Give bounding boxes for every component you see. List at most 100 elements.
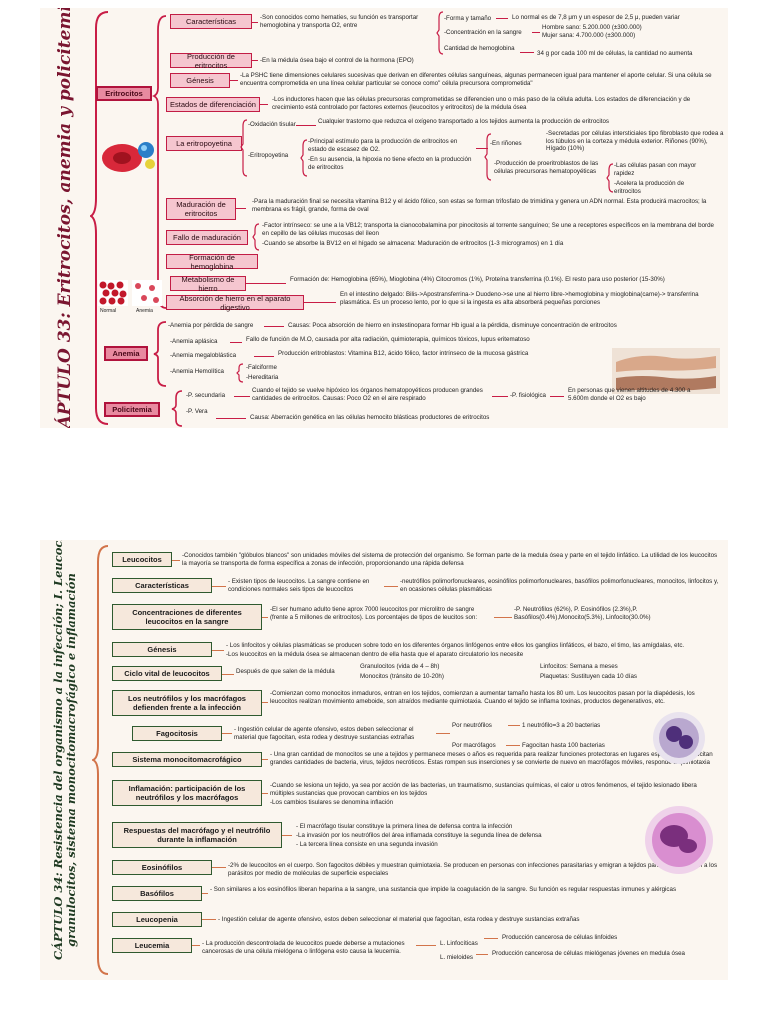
caract-brace: [436, 11, 444, 55]
connector: [520, 52, 534, 53]
connector: [172, 560, 180, 561]
linfocitos-text: Linfocitos: Semana a meses: [540, 663, 618, 670]
section-eritrocitos[interactable]: Eritrocitos: [96, 86, 152, 101]
plaquetas-text: Plaquetas: Sustituyen cada 10 días: [540, 673, 638, 680]
genesis34-text-1: - Los linfocitos y células plasmáticas s…: [226, 642, 685, 649]
cantidad-value: 34 g por cada 100 ml de células, la cant…: [537, 50, 693, 57]
caract-text: -Son conocidos como hematíes, su función…: [260, 14, 419, 29]
metabolismo-text: Formación de: Hemoglobina (65%), Mioglob…: [290, 276, 665, 283]
connector: [476, 148, 488, 149]
por-neutrofilos-label: Por neutrófilos: [452, 722, 492, 729]
section-policitemia[interactable]: Policitemia: [104, 402, 160, 417]
falciforme-label: -Falciforme: [246, 364, 277, 371]
oxidacion-value: Cualquier trastorno que reduzca el oxíge…: [318, 118, 609, 125]
box-estados-diferenciacion[interactable]: Estados de diferenciación: [166, 97, 260, 112]
box-leucemia[interactable]: Leucemia: [112, 938, 192, 953]
connector: [436, 733, 450, 734]
hands-photo: [612, 348, 720, 394]
maduracion-text: -Para la maduración final se necesita vi…: [252, 198, 707, 213]
eosinofilos-text: -2% de leucocitos en el cuerpo. Son fago…: [228, 862, 718, 877]
cantidad-label: Cantidad de hemoglobina: [444, 45, 515, 52]
rinones-brace: [484, 133, 492, 181]
secretadas-text: -Secretadas por células intersticiales t…: [546, 130, 724, 153]
box-fallo-maduracion[interactable]: Fallo de maduración: [166, 230, 248, 245]
fallo-text-1: -Factor intrínseco: se une a la VB12; tr…: [262, 222, 714, 237]
chapter-33-sidebar: CÁPTULO 33: Eritrocitos, anemia y polici…: [40, 8, 90, 428]
epo-brace: [240, 119, 248, 177]
leucemia-text: - La producción descontrolada de leucoci…: [202, 940, 405, 955]
respuestas-text-3: - La tercera línea consiste en una segun…: [296, 841, 438, 848]
proeritro-brace: [606, 163, 614, 193]
chapter-33-page: CÁPTULO 33: Eritrocitos, anemia y polici…: [40, 8, 728, 428]
connector: [216, 418, 246, 419]
anemia-megalo-value: Producción eritroblastos: Vitamina B12, …: [278, 350, 529, 357]
anemia-brace: [153, 321, 167, 387]
anemia-megalo-label: -Anemia megaloblástica: [170, 352, 237, 359]
connector: [262, 793, 268, 794]
rinones-label: -En riñones: [490, 140, 522, 147]
main-brace-34: [92, 545, 109, 975]
box-respuestas[interactable]: Respuestas del macrófago y el neutrófilo…: [112, 822, 282, 848]
connector: [296, 125, 316, 126]
absorcion-text: En el intestino delgado: Bilis->Apostran…: [340, 291, 699, 306]
box-neutrofilos-macrofagos[interactable]: Los neutrófilos y los macrófagos defiend…: [112, 690, 262, 716]
box-concentraciones[interactable]: Concentraciones de diferentes leucocitos…: [112, 604, 262, 630]
p-vera-label: -P. Vera: [186, 408, 208, 415]
l-linfociticas-label: L. Linfocíticas: [440, 940, 478, 947]
connector: [236, 208, 246, 209]
box-formacion-hemoglobina[interactable]: Formación de hemoglobina: [166, 253, 258, 271]
connector: [262, 702, 268, 703]
box-metabolismo-hierro[interactable]: Metabolismo de hierro: [170, 275, 246, 293]
connector: [212, 586, 226, 587]
genesis-text: -La PSHC tiene dimensiones celulares suc…: [240, 72, 712, 87]
box-eritropoyetina[interactable]: La eritropoyetina: [166, 136, 242, 151]
main-brace: [90, 11, 109, 425]
box-caracteristicas-34[interactable]: Características: [112, 578, 212, 593]
connector: [222, 733, 232, 734]
connector: [254, 356, 274, 357]
box-produccion-eritrocitos[interactable]: Producción de eritrocitos: [170, 52, 252, 70]
anemia-hemolitica-label: -Anemia Hemolítica: [170, 368, 224, 375]
box-fagocitosis[interactable]: Fagocitosis: [132, 726, 222, 741]
box-genesis-34[interactable]: Génesis: [112, 642, 212, 657]
forma-label: -Forma y tamaño: [444, 15, 492, 22]
connector: [202, 919, 216, 920]
box-absorcion-hierro[interactable]: Absorción de hierro en el aparato digest…: [166, 294, 304, 312]
normal-caption: Normal: [100, 308, 117, 314]
connector: [492, 396, 508, 397]
box-genesis[interactable]: Génesis: [170, 73, 230, 88]
connector: [212, 650, 224, 651]
connector: [282, 835, 292, 836]
box-eosinofilos[interactable]: Eosinófilos: [112, 860, 212, 875]
inflamacion-text-1: -Cuando se lesiona un tejido, ya sea por…: [270, 782, 697, 797]
box-ciclo-vital[interactable]: Ciclo vital de leucocitos: [112, 666, 222, 681]
box-inflamacion[interactable]: Inflamación: participación de los neutró…: [112, 780, 262, 806]
fagocitosis-text: - Ingestión celular de agente ofensivo, …: [234, 726, 415, 741]
connector: [416, 945, 436, 946]
leucocitos-text: -Conocidos también "glóbulos blancos" so…: [182, 552, 718, 567]
box-maduracion[interactable]: Maduración de eritrocitos: [166, 198, 236, 220]
por-macrofagos-label: Por macrófagos: [452, 742, 496, 749]
estados-text: -Los inductores hacen que las células pr…: [272, 96, 691, 111]
box-leucocitos[interactable]: Leucocitos: [112, 552, 172, 567]
connector: [532, 32, 540, 33]
section-anemia[interactable]: Anemia: [104, 346, 148, 361]
pasan-text: -Las células pasan con mayor rapidez: [614, 162, 697, 177]
p-secundaria-label: -P. secundaria: [186, 392, 226, 399]
chapter-33-title: CÁPTULO 33: Eritrocitos, anemia y polici…: [55, 8, 75, 428]
connector: [230, 342, 242, 343]
normal-vs-anemia-illustration: [98, 280, 162, 306]
genesis34-text-2: -Los leucocitos en la médula ósea se alm…: [226, 651, 524, 658]
acelera-text: -Acelera la producción de eritrocitos: [614, 180, 685, 195]
connector: [246, 283, 286, 284]
box-caracteristicas[interactable]: Características: [170, 14, 252, 29]
hombre-value: Hombre sano: 5.200.000 (±300.000): [542, 24, 642, 31]
box-sistema-monocitomacrofagico[interactable]: Sistema monocitomacrofágico: [112, 752, 262, 767]
fallo-brace: [252, 223, 260, 251]
connector: [384, 586, 398, 587]
connector: [506, 745, 520, 746]
box-basofilos[interactable]: Basófilos: [112, 886, 202, 901]
connector: [260, 104, 268, 105]
leucopenia-text: - Ingestión celular de agente ofensivo, …: [218, 916, 580, 923]
box-leucopenia[interactable]: Leucopenia: [112, 912, 202, 927]
